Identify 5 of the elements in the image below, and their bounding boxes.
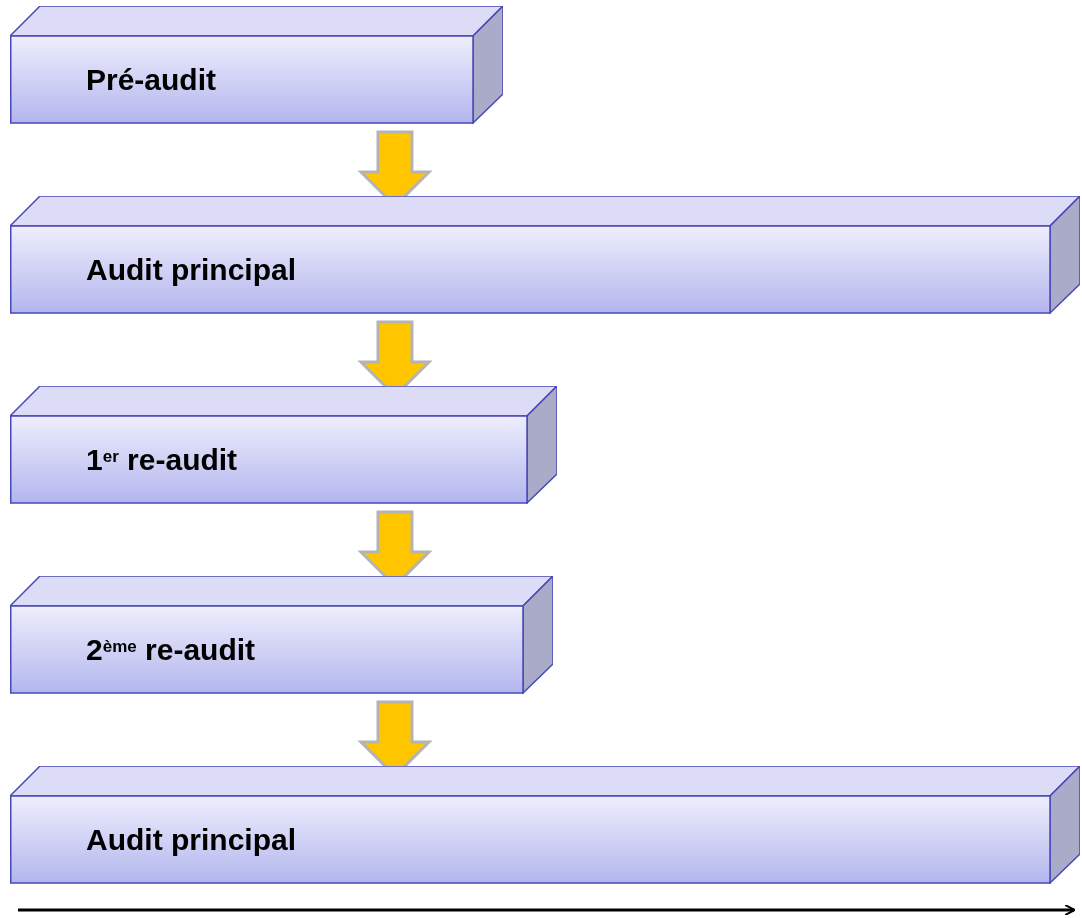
box-label: 2$^{ème}$ re-audit	[86, 632, 256, 669]
box-label: 1$^{er}$ re-audit	[86, 442, 238, 479]
box-label: Pré-audit	[86, 62, 217, 99]
box-label: Audit principal	[86, 822, 296, 859]
box-label: Audit principal	[86, 252, 296, 289]
